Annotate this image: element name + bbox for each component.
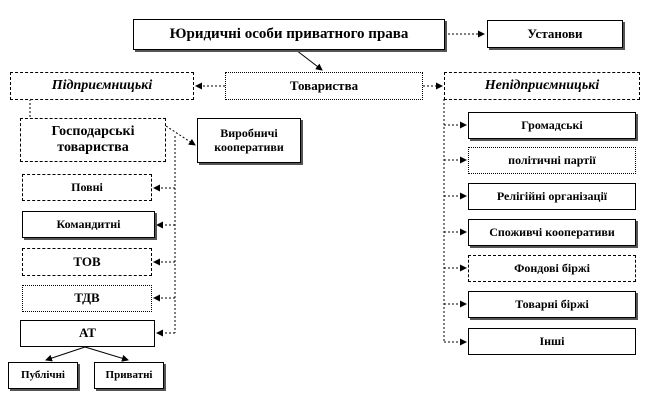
limited-partnership-node: Командитні xyxy=(22,211,155,238)
commodity-exchanges-node: Товарні біржі xyxy=(468,291,636,318)
political-parties-node: політичні партії xyxy=(468,147,636,174)
consumer-cooperatives-node: Споживчі кооперативи xyxy=(468,219,636,246)
jsc-node: АТ xyxy=(20,320,155,347)
business-partnerships-node: Господарські товариства xyxy=(20,118,166,162)
religious-organizations-node: Релігійні організації xyxy=(468,183,636,210)
stock-exchanges-node: Фондові біржі xyxy=(468,255,636,282)
partnerships-node: Товариства xyxy=(225,72,423,100)
private-jsc-node: Приватні xyxy=(94,362,164,389)
public-jsc-node: Публічні xyxy=(8,362,78,389)
production-cooperatives-node: Виробничі кооперативи xyxy=(197,118,301,163)
llc-node: ТОВ xyxy=(22,248,152,276)
institutions-node: Установи xyxy=(487,20,623,48)
public-associations-node: Громадські xyxy=(468,112,636,139)
noncommercial-node: Непідприємницькі xyxy=(444,72,640,100)
full-partnership-node: Повні xyxy=(22,174,152,201)
other-node: Інші xyxy=(468,328,636,355)
commercial-node: Підприємницькі xyxy=(10,72,194,100)
alc-node: ТДВ xyxy=(22,285,152,312)
root-node: Юридичні особи приватного права xyxy=(133,19,445,50)
